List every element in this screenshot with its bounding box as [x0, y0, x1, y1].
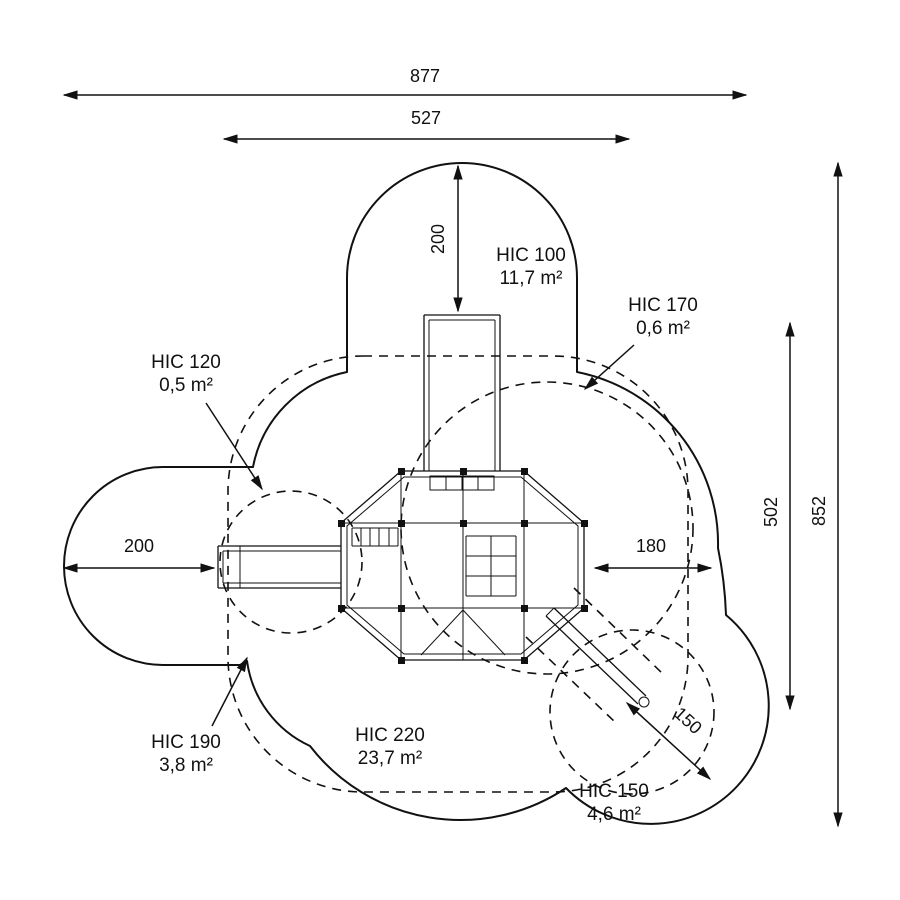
stairs-grid — [465, 535, 517, 597]
hic190-pointer-arrow — [211, 656, 248, 727]
hic190-name: HIC 190 — [151, 732, 221, 753]
hic220-label: HIC 220 23,7 m² — [355, 725, 425, 769]
hic120-pointer-arrow — [205, 402, 263, 491]
dim-right-extension-label: 180 — [636, 536, 666, 556]
brace-left — [420, 609, 464, 656]
dim-slide-extension-line — [625, 701, 712, 781]
hic100-name: HIC 100 — [496, 245, 566, 266]
structure-posts — [338, 468, 588, 664]
hic-labels: HIC 100 11,7 m² HIC 170 0,6 m² HIC 120 0… — [151, 245, 698, 825]
hic150-label: HIC 150 4,6 m² — [579, 781, 649, 825]
hic190-label: HIC 190 3,8 m² — [151, 656, 248, 776]
dim-overall-width-label: 877 — [410, 66, 440, 86]
brace-right — [462, 609, 506, 656]
hic170-area: 0,6 m² — [636, 318, 690, 339]
hic220-area: 23,7 m² — [358, 748, 422, 769]
left-arm — [217, 545, 341, 589]
hic150-name: HIC 150 — [579, 781, 649, 802]
hic120-name: HIC 120 — [151, 352, 221, 373]
slide — [545, 607, 650, 708]
safety-zone-outline — [63, 162, 770, 825]
slide-corridor-dashed-left — [525, 636, 617, 724]
hic170-label: HIC 170 0,6 m² — [583, 295, 698, 391]
dim-left-extension-label: 200 — [124, 536, 154, 556]
octagon-inner — [346, 476, 579, 655]
hic120-area: 0,5 m² — [159, 375, 213, 396]
hic100-label: HIC 100 11,7 m² — [496, 245, 566, 289]
dim-inner-height-label: 502 — [761, 497, 781, 527]
play-structure — [217, 314, 650, 708]
dim-overall-height-label: 852 — [809, 496, 829, 526]
hic150-area: 4,6 m² — [587, 804, 641, 825]
hic120-zone-boundary — [219, 490, 363, 634]
hic220-zone-boundary — [227, 355, 689, 793]
dimension-lines: 877 527 200 200 180 502 852 150 — [62, 66, 843, 828]
hic170-zone-boundary — [400, 381, 694, 675]
hic120-label: HIC 120 0,5 m² — [151, 352, 263, 491]
dim-slide-extension-label: 150 — [670, 703, 706, 738]
hic170-name: HIC 170 — [628, 295, 698, 316]
slide-corridor-dashed-right — [573, 587, 665, 676]
hic-zone-boundaries — [219, 355, 715, 795]
hic100-area: 11,7 m² — [499, 268, 562, 289]
outer-perimeter-path — [63, 162, 770, 825]
hic190-area: 3,8 m² — [159, 755, 213, 776]
dim-upper-width-label: 527 — [411, 108, 441, 128]
dim-top-depth-label: 200 — [428, 224, 448, 254]
top-tower — [423, 314, 501, 491]
hic150-zone-boundary — [549, 629, 715, 795]
hic220-name: HIC 220 — [355, 725, 425, 746]
ladder-hatch — [351, 527, 399, 547]
hic170-pointer-arrow — [583, 344, 635, 391]
